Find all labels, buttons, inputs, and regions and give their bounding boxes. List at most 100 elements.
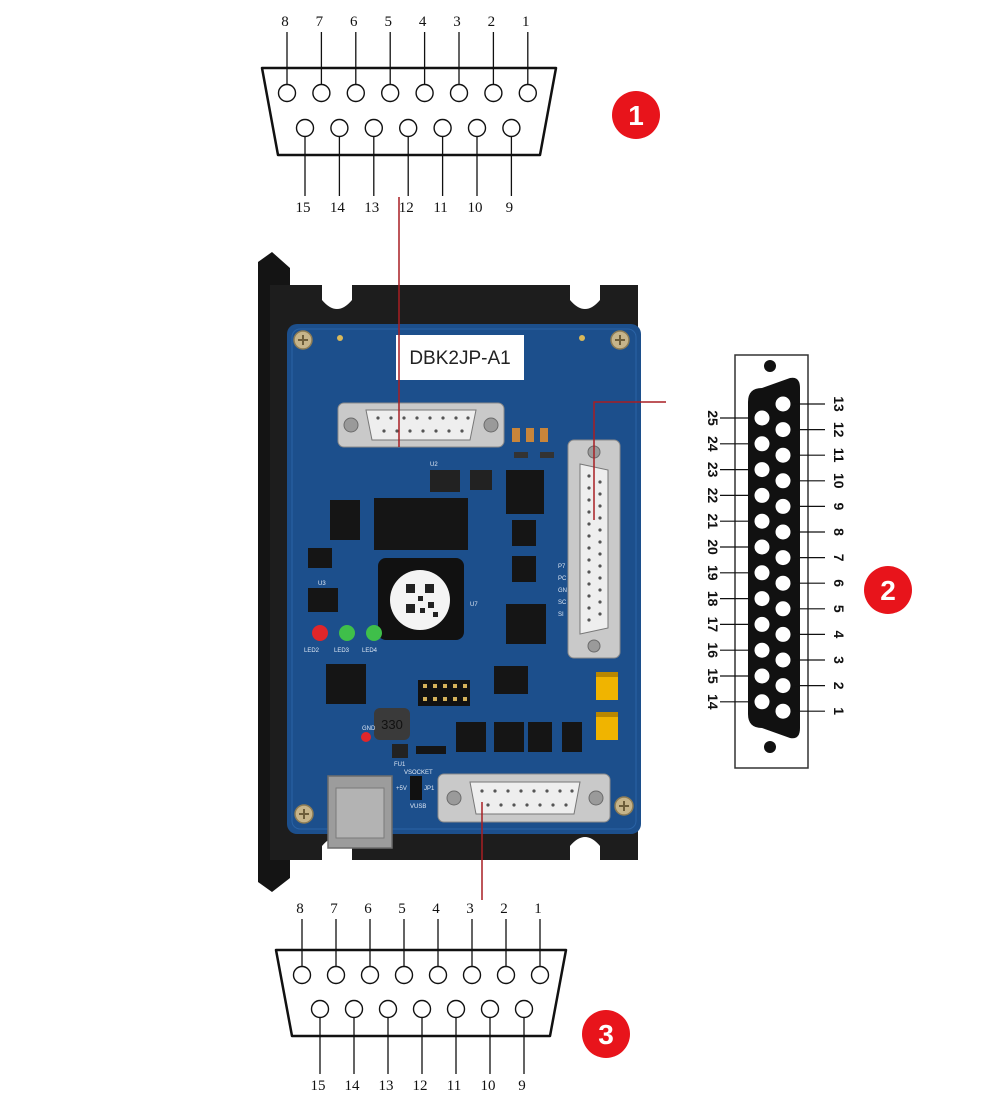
connector3-pin xyxy=(310,999,330,1019)
connector2-pin-number: 3 xyxy=(831,656,847,664)
connector2-pin-number: 17 xyxy=(705,617,721,633)
badge-1-circle xyxy=(612,91,660,139)
connector1-pin xyxy=(312,83,331,103)
connector1-pin xyxy=(484,83,503,103)
usb-b-port xyxy=(327,775,393,849)
connector2-pin xyxy=(774,497,792,515)
svg-text:VSOCKET: VSOCKET xyxy=(404,770,433,776)
qr-code-sticker xyxy=(378,558,464,640)
connector2-pin-number: 11 xyxy=(831,448,847,463)
jumper-vsocket: VSOCKET +5V VUSB JP1 xyxy=(396,770,435,810)
connector3-pin-number: 3 xyxy=(466,901,474,917)
pin-header xyxy=(418,680,470,706)
connector3-pin xyxy=(326,965,346,985)
connector3-pin xyxy=(378,999,398,1019)
connector3-pin xyxy=(530,965,550,985)
svg-text:GND: GND xyxy=(362,726,376,732)
connector1-pin-number: 9 xyxy=(506,200,514,216)
leader-line-2 xyxy=(593,401,666,520)
connector1-pin-number: 10 xyxy=(468,200,483,216)
connector3-pin xyxy=(428,965,448,985)
connector1-pin-number: 1 xyxy=(522,14,530,30)
connector2-pin xyxy=(774,625,792,643)
connector2-pin xyxy=(774,523,792,541)
connector2-pin-number: 19 xyxy=(705,565,721,581)
connector1-pin-number: 7 xyxy=(316,14,324,30)
connector1-pin xyxy=(518,83,537,103)
connector2-pin-number: 24 xyxy=(705,436,721,452)
svg-text:JP1: JP1 xyxy=(424,786,435,792)
svg-text:SI: SI xyxy=(558,612,564,618)
connector1-pin-number: 4 xyxy=(419,14,427,30)
connector3-pin-number: 11 xyxy=(447,1078,461,1094)
connector2-pin-number: 7 xyxy=(831,554,847,562)
connector3-pin xyxy=(292,965,312,985)
connector1-pin-number: 5 xyxy=(384,14,392,30)
connector2-pin xyxy=(774,446,792,464)
connector1-pin xyxy=(467,118,487,138)
svg-text:LED4: LED4 xyxy=(362,648,378,654)
connector2-pin xyxy=(753,512,771,530)
connector2-pin-number: 5 xyxy=(831,605,847,613)
connector3-pin xyxy=(344,999,364,1019)
connector3-pin-number: 4 xyxy=(432,901,440,917)
connector1-pin-number: 3 xyxy=(453,14,461,30)
connector3-pin-number: 1 xyxy=(534,901,542,917)
badge-3-label: 3 xyxy=(598,1019,614,1050)
connector-2-mount-hole-top xyxy=(764,360,776,372)
connector1-pin-number: 2 xyxy=(488,14,496,30)
connector1-pin-number: 8 xyxy=(281,14,289,30)
connector2-pin xyxy=(753,564,771,582)
led-green-2 xyxy=(366,625,382,641)
connector1-pin xyxy=(415,83,434,103)
leader-lines xyxy=(398,197,666,900)
connector3-pin xyxy=(446,999,466,1019)
connector3-pin-number: 10 xyxy=(481,1078,496,1094)
connector3-pin-number: 12 xyxy=(413,1078,428,1094)
connector2-pin-number: 23 xyxy=(705,462,721,478)
connector2-pin xyxy=(753,435,771,453)
connector3-pin-number: 5 xyxy=(398,901,406,917)
connector3-pin-number: 14 xyxy=(345,1078,361,1094)
connector2-pin xyxy=(774,549,792,567)
badge-3: 3 xyxy=(582,1010,630,1058)
connector2-pin xyxy=(774,574,792,592)
svg-text:PC: PC xyxy=(558,576,567,582)
connector1-pin xyxy=(330,118,349,138)
badge-2-circle xyxy=(864,566,912,614)
led-red xyxy=(312,625,328,641)
connector2-pin xyxy=(753,461,771,479)
connector3-pin xyxy=(514,999,534,1019)
controller-device: DBK2JP-A1 U2 xyxy=(258,252,641,892)
connector2-pin-number: 18 xyxy=(705,591,721,607)
svg-text:FU1: FU1 xyxy=(394,762,406,768)
connector2-pin-number: 25 xyxy=(705,410,721,426)
connector1-pin xyxy=(277,83,297,103)
connector2-pin-number: 1 xyxy=(831,707,847,715)
connector2-pin xyxy=(753,538,771,556)
connector1-pin xyxy=(295,118,315,138)
connector2-pin-number: 21 xyxy=(705,513,721,529)
board-db15-socket-bottom xyxy=(437,773,611,823)
svg-text:LED3: LED3 xyxy=(334,648,350,654)
svg-text:P7: P7 xyxy=(558,564,566,570)
silk-db25-labels: P7 PC GN SC SI xyxy=(558,564,567,618)
badge-2: 2 xyxy=(864,566,912,614)
inductor-label: 330 xyxy=(381,717,403,732)
connector3-pin xyxy=(412,999,432,1019)
connector3-pin xyxy=(394,965,414,985)
connector2-pin-number: 12 xyxy=(831,422,847,438)
connector2-pin xyxy=(774,702,792,720)
connector2-pin-number: 20 xyxy=(705,539,721,555)
silk-u7: U7 xyxy=(470,602,478,608)
connector1-pin-number: 12 xyxy=(399,200,414,216)
connector2-pin xyxy=(753,641,771,659)
led-green-1 xyxy=(339,625,355,641)
connector2-pin xyxy=(774,421,792,439)
inductor: 330 GND FU1 xyxy=(361,708,410,768)
smd-parts-top: U2 xyxy=(430,428,554,492)
model-label: DBK2JP-A1 xyxy=(409,348,510,369)
connector1-pin-number: 13 xyxy=(364,200,379,216)
connector1-pin xyxy=(381,83,400,103)
